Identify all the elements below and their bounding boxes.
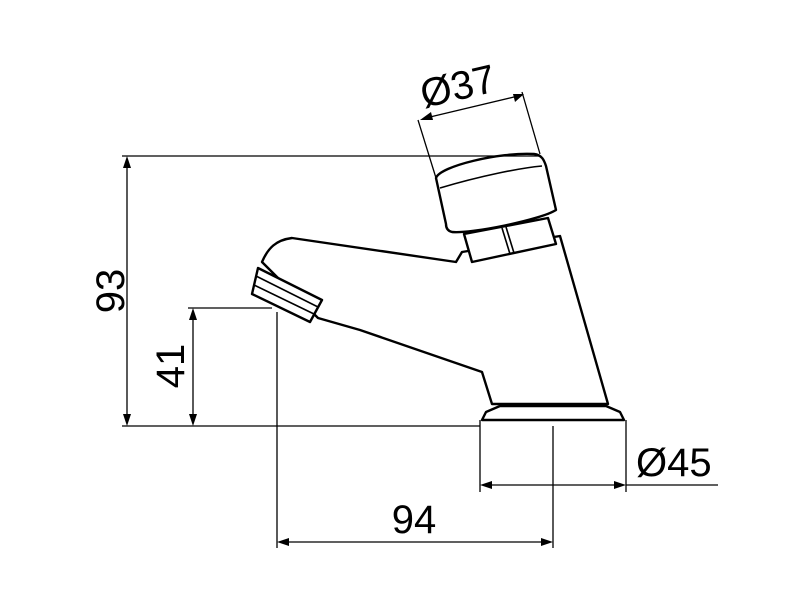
dimension-spout-height: 41 [149, 307, 272, 426]
dimension-base-diameter: Ø45 [479, 420, 718, 492]
spout-height-label: 41 [149, 344, 193, 389]
arrow-down [189, 414, 197, 426]
arrow-right [614, 481, 626, 489]
arrow-left [277, 538, 289, 546]
arrow-up [123, 156, 131, 168]
push-button-cap [434, 152, 558, 234]
base-diameter-label: Ø45 [636, 441, 712, 485]
arrow-left [480, 481, 492, 489]
dimension-total-height: 93 [89, 155, 540, 427]
dimension-reach: 94 [276, 312, 554, 548]
arrow-right [513, 94, 524, 102]
reach-label: 94 [392, 498, 437, 542]
total-height-label: 93 [89, 269, 133, 314]
arrow-down [123, 414, 131, 426]
extension-line [417, 119, 437, 179]
faucet-body [250, 234, 610, 406]
arrow-left [420, 112, 433, 120]
arrow-up [189, 308, 197, 320]
dimension-line [429, 96, 515, 118]
button-diameter-label: Ø37 [416, 57, 500, 117]
arrow-right [541, 538, 553, 546]
faucet-base [480, 404, 626, 422]
extension-line [521, 91, 541, 155]
